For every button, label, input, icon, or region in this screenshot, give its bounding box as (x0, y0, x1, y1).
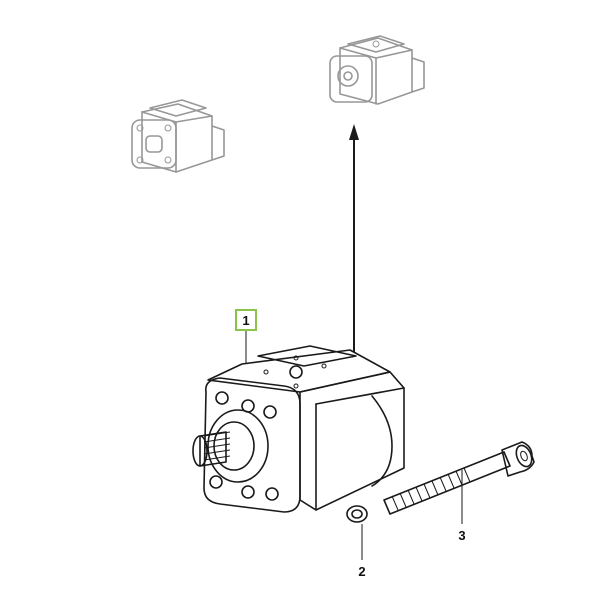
callout-1: 1 (235, 309, 257, 331)
callout-1-label: 1 (242, 313, 249, 328)
pump-thumbnail-top (329, 35, 425, 105)
pump-thumbnail-left (131, 99, 225, 173)
seal-ring (346, 505, 368, 523)
callout-3-label: 3 (458, 528, 465, 543)
callout-1-highlight (235, 309, 257, 331)
leader-lines (245, 330, 463, 560)
hydraulic-pump (192, 345, 405, 513)
upgrade-arrow (349, 124, 359, 352)
callout-2: 2 (358, 564, 365, 579)
cap-screw (383, 441, 535, 515)
callout-2-label: 2 (358, 564, 365, 579)
callout-3: 3 (458, 528, 465, 543)
